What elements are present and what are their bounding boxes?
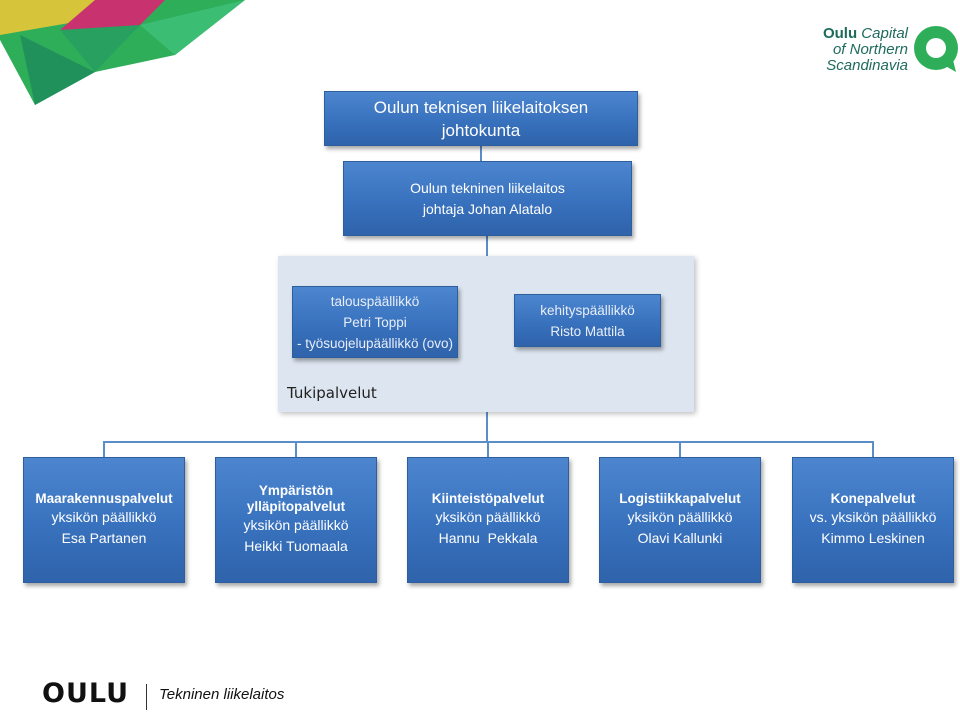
- unit-role: yksikön päällikkö: [627, 509, 733, 525]
- finance-role: talouspäällikkö: [330, 293, 420, 309]
- unit-title-line1: Ympäristön: [258, 483, 334, 498]
- connector-unit-4: [679, 441, 681, 457]
- unit-box-logistiikka: Logistiikkapalvelut yksikön päällikkö Ol…: [599, 457, 761, 583]
- development-manager-box: kehityspäällikkö Risto Mattila: [514, 294, 661, 347]
- director-line1: Oulun tekninen liikelaitos: [410, 179, 565, 196]
- speech-bubble-icon: [914, 26, 958, 72]
- unit-box-ymparisto: Ympäristön ylläpitopalvelut yksikön pääl…: [215, 457, 377, 583]
- footer-subtitle: Tekninen liikelaitos: [159, 686, 285, 703]
- unit-head-name: Heikki Tuomaala: [244, 538, 348, 554]
- logo-line1: Oulu Capital: [822, 25, 908, 42]
- board-line2: johtokunta: [441, 120, 521, 140]
- connector-unit-2: [295, 441, 297, 457]
- footer-divider: [146, 684, 147, 710]
- unit-box-kone: Konepalvelut vs. yksikön päällikkö Kimmo…: [792, 457, 954, 583]
- unit-box-kiinteisto: Kiinteistöpalvelut yksikön päällikkö Han…: [407, 457, 569, 583]
- support-services-label: Tukipalvelut: [287, 384, 377, 402]
- corner-decoration-graphic: [0, 0, 245, 105]
- unit-head-name: Esa Partanen: [61, 530, 147, 546]
- logo-line3: Scandinavia: [826, 57, 908, 74]
- finance-extra-role: - työsuojelupäällikkö (ovo): [296, 335, 454, 351]
- board-line1: Oulun teknisen liikelaitoksen: [373, 97, 589, 117]
- unit-title-line2: ylläpitopalvelut: [246, 499, 346, 514]
- unit-title: Kiinteistöpalvelut: [431, 491, 545, 506]
- unit-title: Logistiikkapalvelut: [619, 491, 741, 506]
- unit-title: Konepalvelut: [830, 491, 916, 506]
- finance-manager-box: talouspäällikkö Petri Toppi - työsuojelu…: [292, 286, 458, 358]
- unit-role: yksikön päällikkö: [435, 509, 541, 525]
- development-name: Risto Mattila: [550, 323, 625, 339]
- board-box: Oulun teknisen liikelaitoksen johtokunta: [324, 91, 638, 146]
- footer-logo: OULU Tekninen liikelaitos: [42, 678, 342, 714]
- unit-role: yksikön päällikkö: [243, 517, 349, 533]
- unit-head-name: Kimmo Leskinen: [821, 530, 925, 546]
- unit-box-maarakennus: Maarakennuspalvelut yksikön päällikkö Es…: [23, 457, 185, 583]
- unit-title: Maarakennuspalvelut: [35, 491, 173, 506]
- director-box: Oulun tekninen liikelaitos johtaja Johan…: [343, 161, 632, 236]
- director-line2: johtaja Johan Alatalo: [422, 200, 553, 217]
- unit-head-name: Hannu Pekkala: [438, 530, 538, 546]
- unit-role: vs. yksikön päällikkö: [809, 509, 937, 525]
- logo-line2: of Northern: [832, 41, 908, 58]
- unit-role: yksikön päällikkö: [51, 509, 157, 525]
- connector-unit-3: [487, 441, 489, 457]
- connector-board-director: [480, 146, 482, 162]
- connector-unit-5: [872, 441, 874, 457]
- unit-head-name: Olavi Kallunki: [637, 530, 723, 546]
- connector-unit-1: [103, 441, 105, 457]
- footer-brand: OULU: [42, 678, 130, 709]
- finance-name: Petri Toppi: [343, 314, 407, 330]
- oulu-capital-logo: Oulu Capital of Northern Scandinavia: [808, 26, 958, 76]
- development-role: kehityspäällikkö: [540, 302, 635, 318]
